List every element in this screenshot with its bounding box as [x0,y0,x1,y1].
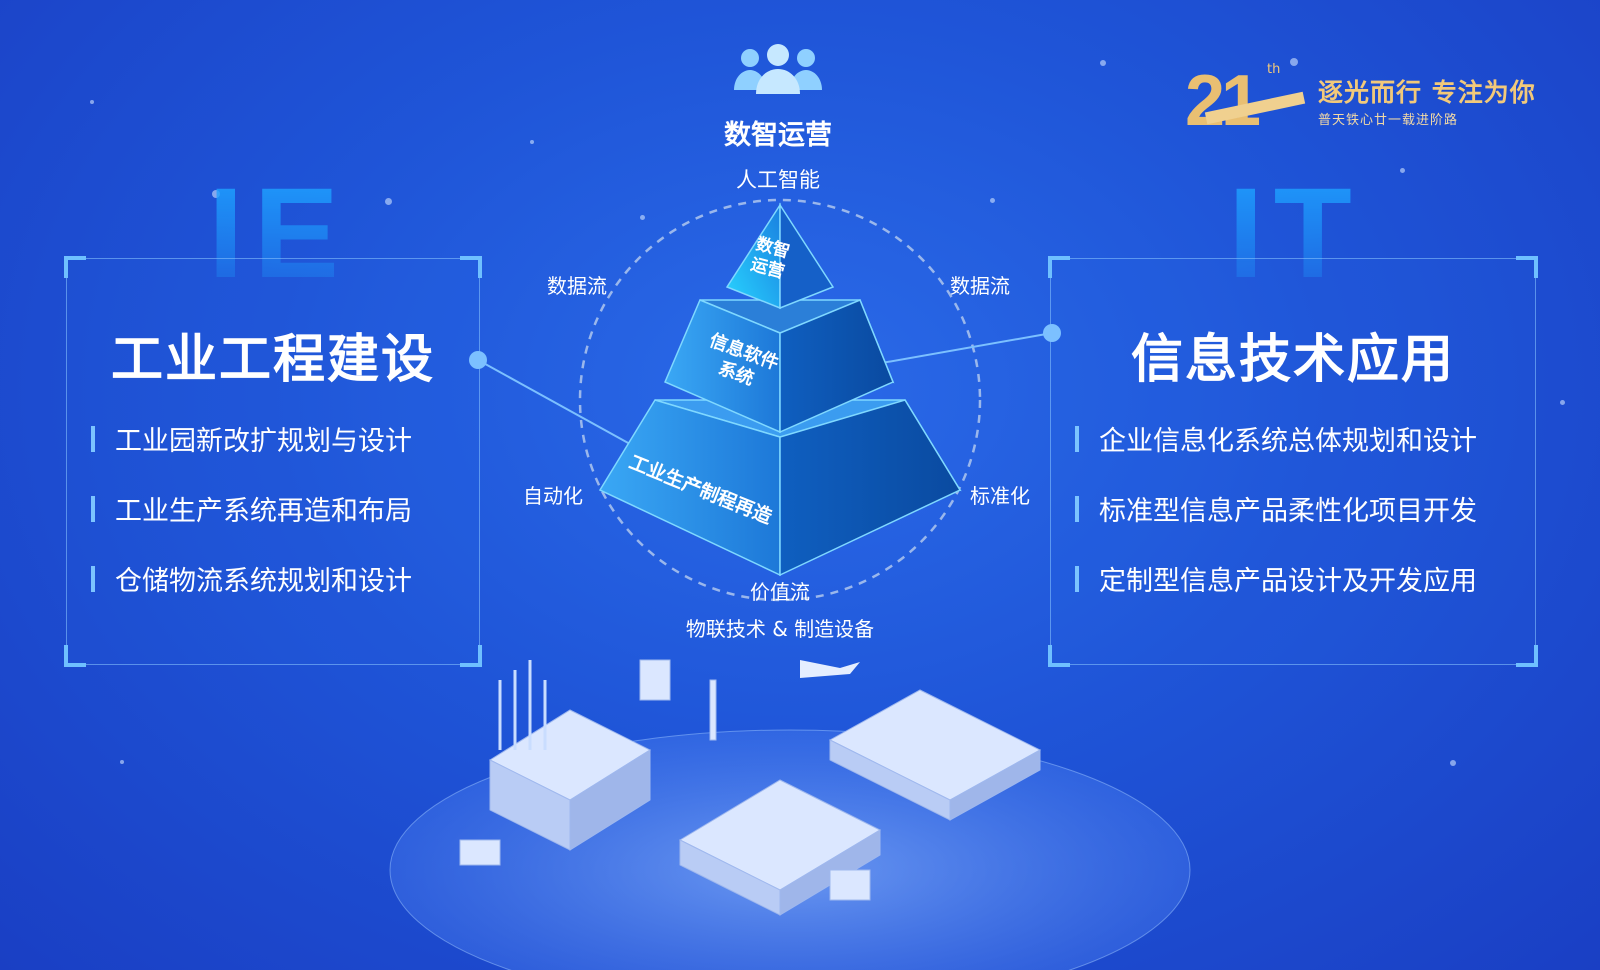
pyramid-tier-middle [664,299,895,434]
it-item: 标准型信息产品柔性化项目开发 [1075,489,1477,528]
top-title: 数智运营 [724,120,832,151]
pyramid-tier-bottom [598,399,962,577]
ie-panel: 工业工程建设 工业园新改扩规划与设计 工业生产系统再造和布局 仓储物流系统规划和… [64,256,482,667]
flow-label-data-right: 数据流 [950,274,1010,298]
pyramid-tier-top [725,202,835,310]
ie-item: 工业生产系统再造和布局 [91,489,412,528]
it-connector-dot [1043,324,1061,342]
it-title: 信息技术应用 [1130,330,1455,390]
base-caption: 物联技术 & 制造设备 [685,617,875,641]
flow-label-automation: 自动化 [523,484,583,508]
ie-connector [477,359,631,445]
flow-label-data-left: 数据流 [547,274,607,298]
smart-factory-illustration [389,659,1191,970]
ie-title: 工业工程建设 [110,330,435,390]
flow-label-standardization: 标准化 [970,484,1030,508]
flow-cycle [578,198,982,602]
flow-label-value: 价值流 [750,580,810,604]
ie-item: 仓储物流系统规划和设计 [91,559,412,598]
it-watermark: IT [1228,162,1362,305]
ie-item: 工业园新改扩规划与设计 [91,419,412,458]
logo-slogan: 逐光而行 专注为你 [1318,77,1536,107]
logo-tagline: 普天铁心廿一载进阶路 [1318,112,1459,128]
top-subtitle: 人工智能 [736,168,820,192]
it-item: 企业信息化系统总体规划和设计 [1075,419,1477,458]
ie-watermark: IE [208,162,349,305]
people-group-icon [728,42,828,101]
ie-connector-dot [469,351,487,369]
anniversary-logo: 21 th 逐光而行 专注为你 普天铁心廿一载进阶路 [1185,60,1536,141]
logo-21-emblem: 21 th [1185,60,1310,141]
it-item: 定制型信息产品设计及开发应用 [1075,559,1477,598]
it-panel: 信息技术应用 企业信息化系统总体规划和设计 标准型信息产品柔性化项目开发 定制型… [1048,256,1538,667]
